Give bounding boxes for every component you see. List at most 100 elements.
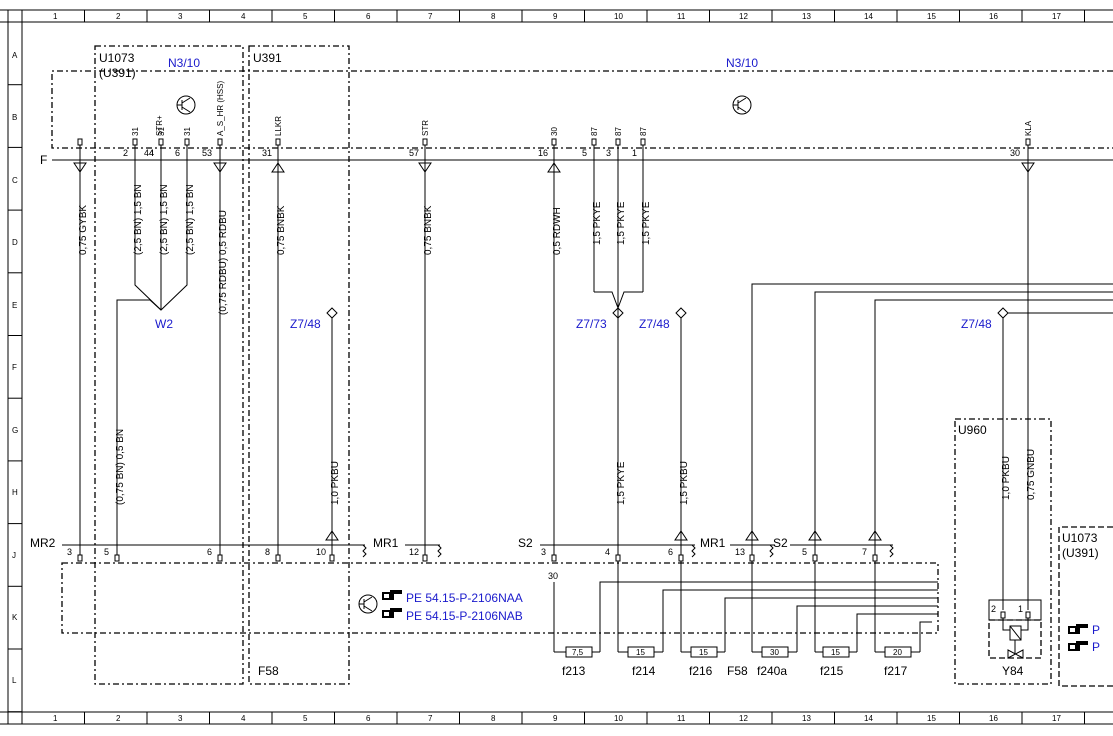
wire-label: 1,0 PKBU [1001,456,1012,500]
pin-number: 31 [262,148,272,158]
col-label: 7 [428,714,433,723]
pin-number: 5 [582,148,587,158]
svg-text:8: 8 [265,547,270,557]
pin-signal: 87 [590,127,599,136]
n310-label: N3/10 [168,56,200,70]
wire-label: 0,5 RDWH [552,207,563,255]
svg-text:f240a: f240a [757,664,787,678]
col-label: 6 [366,12,371,21]
col-label: 10 [614,714,623,723]
hand-pointer-icon [382,608,402,618]
col-label: 2 [116,12,121,21]
f58-label-fuses: F58 [727,664,748,678]
svg-text:15: 15 [831,648,840,657]
u391-right-label: (U391) [1062,546,1099,560]
hand-pointer-icon [382,590,402,600]
f-connector-pins-2: 31 2 31 4 31 6 A_S_HR (HSS) 53 LLKR 31 S… [123,81,1033,160]
svg-text:5: 5 [802,547,807,557]
col-label: 2 [116,714,121,723]
pe-ref-link[interactable]: P [1092,623,1100,637]
f58-internal-wiring [553,561,938,652]
svg-text:3: 3 [541,547,546,557]
n310-boundary [51,70,1113,149]
n310-label-right: N3/10 [726,56,758,70]
row-label: F [12,363,17,372]
svg-text:2: 2 [991,604,996,614]
pin-signal: 31 [131,127,140,136]
svg-text:f215: f215 [820,664,844,678]
pin-number: 30 [1010,148,1020,158]
col-label: 8 [491,12,496,21]
row-label: K [12,613,18,622]
s2-label: S2 [773,536,788,550]
svg-text:1: 1 [1018,604,1023,614]
row-label: A [12,51,18,60]
column-labels-top: 1 2 3 4 5 6 7 8 9 10 11 12 13 14 15 16 1… [53,12,1061,21]
wire-label: 1,5 PKBU [679,461,690,505]
row-label: L [12,676,17,685]
ref-label: Z7/48 [290,317,321,331]
svg-text:20: 20 [893,648,902,657]
row-label: C [12,176,18,185]
svg-text:15: 15 [699,648,708,657]
svg-text:12: 12 [409,547,419,557]
col-label: 5 [303,12,308,21]
svg-text:f213: f213 [562,664,586,678]
col-label: 16 [989,714,998,723]
pin-signal: A_S_HR (HSS) [216,81,225,136]
svg-text:10: 10 [316,547,326,557]
pin-signal: 31 [157,127,166,136]
u391-boundary [248,45,350,685]
row-label: H [12,488,18,497]
hand-pointer-icon [1068,624,1088,634]
pin-signal: 30 [550,127,559,136]
wire-label: 1,5 PKYE [592,201,603,245]
wire-label: (2,5 BN) 1,5 BN [185,184,196,255]
border-frame [0,9,1113,725]
pe-ref-link[interactable]: PE 54.15-P-2106NAA [406,591,523,605]
col-label: 9 [553,714,558,723]
pin-signal: LLKR [274,116,283,136]
pe-ref-link[interactable]: PE 54.15-P-2106NAB [406,609,523,623]
pin-signal: 87 [639,127,648,136]
wire-label: (0,75 RDBU) 0,5 RDBU [218,210,229,315]
mr1-label: MR1 [373,536,399,550]
ref-label: Z7/48 [639,317,670,331]
pin-number: 44 [144,148,154,158]
svg-text:4: 4 [605,547,610,557]
col-label: 7 [428,12,433,21]
row-label: G [12,426,18,435]
hand-pointer-icon [1068,641,1088,651]
col-label: 1 [53,714,58,723]
pin-signal: KLA [1024,120,1033,136]
pe-ref-link[interactable]: P [1092,640,1100,654]
svg-text:5: 5 [104,547,109,557]
col-label: 17 [1052,714,1061,723]
col-label: 1 [53,12,58,21]
pin-number: 53 [202,148,212,158]
wire-label: 0,75 GYBK [78,205,89,255]
row-label: J [12,551,16,560]
mr2-label: MR2 [30,536,56,550]
u1073-right-label: U1073 [1062,531,1098,545]
col-label: 6 [366,714,371,723]
y84-valve: 2 1 [988,599,1042,659]
svg-text:7: 7 [862,547,867,557]
pin-signal: 31 [183,127,192,136]
pin-number: 57 [409,148,419,158]
col-label: 5 [303,714,308,723]
w2-ground-label: W2 [155,317,173,331]
f58-label: F58 [258,664,279,678]
col-label: 14 [864,12,873,21]
pin-number: 3 [606,148,611,158]
col-label: 8 [491,714,496,723]
wire-label: 1,5 PKYE [616,201,627,245]
u1073-boundary [94,45,244,685]
col-label: 13 [802,12,811,21]
pin-number: 2 [123,148,128,158]
